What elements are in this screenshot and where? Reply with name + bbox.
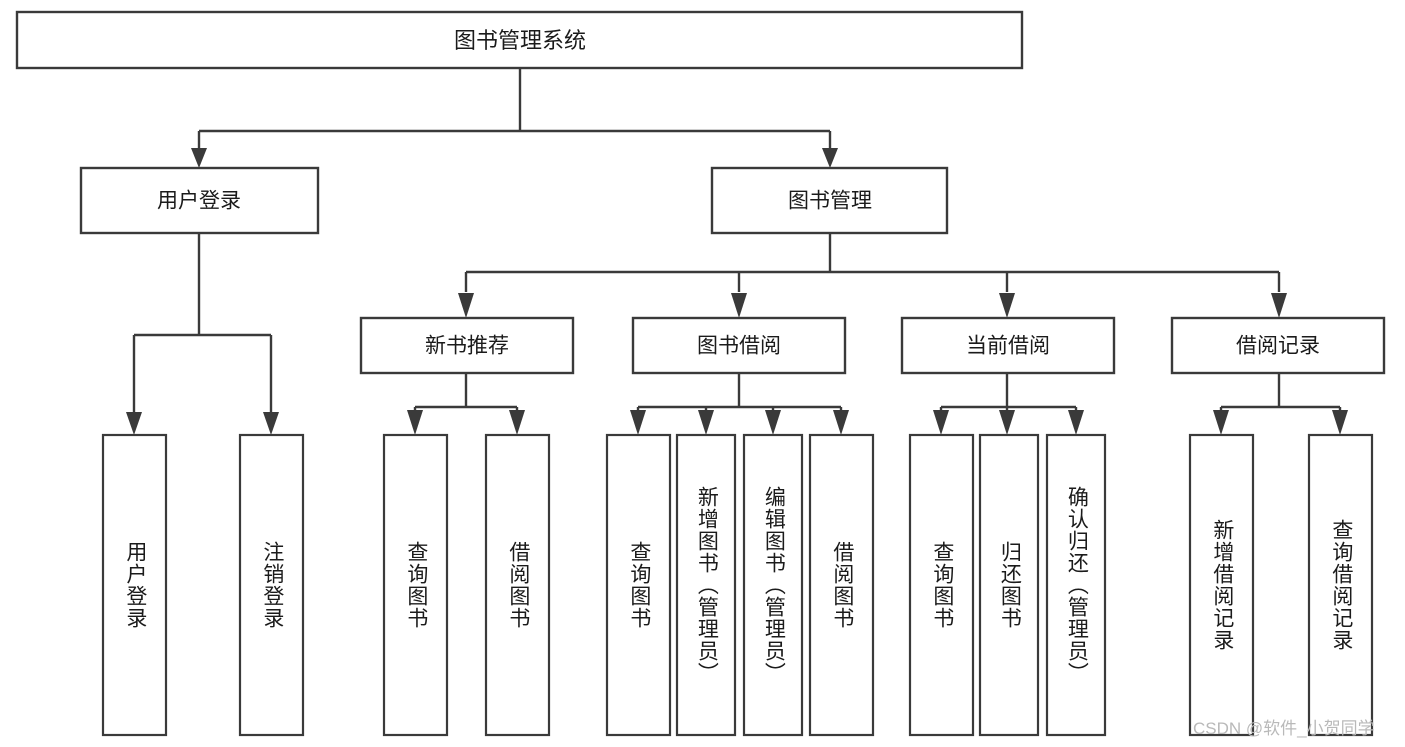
leaf-box-query-book-current[interactable]: [908, 433, 975, 737]
node-user-login-box[interactable]: [79, 166, 320, 235]
node-current-borrow-box[interactable]: [900, 316, 1116, 375]
node-user-login-label: 用户登录: [157, 190, 241, 213]
node-current-borrow-label: 当前借阅: [966, 335, 1050, 358]
node-new-book-recommend-label: 新书推荐: [425, 335, 509, 358]
connector-group-new-book: [407, 373, 525, 435]
watermark-text: CSDN @软件_小贺同学: [1193, 719, 1375, 738]
leaf-box-user-login[interactable]: [101, 433, 168, 737]
node-borrow-record-label: 借阅记录: [1236, 335, 1320, 358]
leaf-box-return-book[interactable]: [978, 433, 1040, 737]
leaf-box-query-book-recommend[interactable]: [382, 433, 449, 737]
leaf-box-borrow-book-recommend[interactable]: [484, 433, 551, 737]
connector-group-book-manage: [458, 233, 1287, 318]
connector-group-root: [191, 68, 838, 168]
leaf-box-borrow-book[interactable]: [808, 433, 875, 737]
leaf-box-confirm-return-admin[interactable]: [1045, 433, 1107, 737]
connector-group-book-borrow: [630, 373, 849, 435]
leaf-box-add-borrow-record[interactable]: [1188, 433, 1255, 737]
node-book-borrow-label: 图书借阅: [697, 335, 781, 358]
leaf-box-user-logout[interactable]: [238, 433, 305, 737]
leaf-box-query-book-borrow[interactable]: [605, 433, 672, 737]
node-new-book-recommend-box[interactable]: [359, 316, 575, 375]
node-book-manage-box[interactable]: [710, 166, 949, 235]
leaf-box-add-book-admin[interactable]: [675, 433, 737, 737]
node-root-box[interactable]: [15, 10, 1024, 70]
node-borrow-record-box[interactable]: [1170, 316, 1386, 375]
connector-group-current-borrow: [933, 373, 1084, 435]
node-book-borrow-box[interactable]: [631, 316, 847, 375]
leaf-box-edit-book-admin[interactable]: [742, 433, 804, 737]
leaf-box-query-borrow-record[interactable]: [1307, 433, 1374, 737]
connector-group-borrow-record: [1213, 373, 1348, 435]
node-book-manage-label: 图书管理: [788, 190, 872, 213]
connector-group-user-login: [126, 233, 279, 435]
node-root-label: 图书管理系统: [454, 28, 586, 53]
